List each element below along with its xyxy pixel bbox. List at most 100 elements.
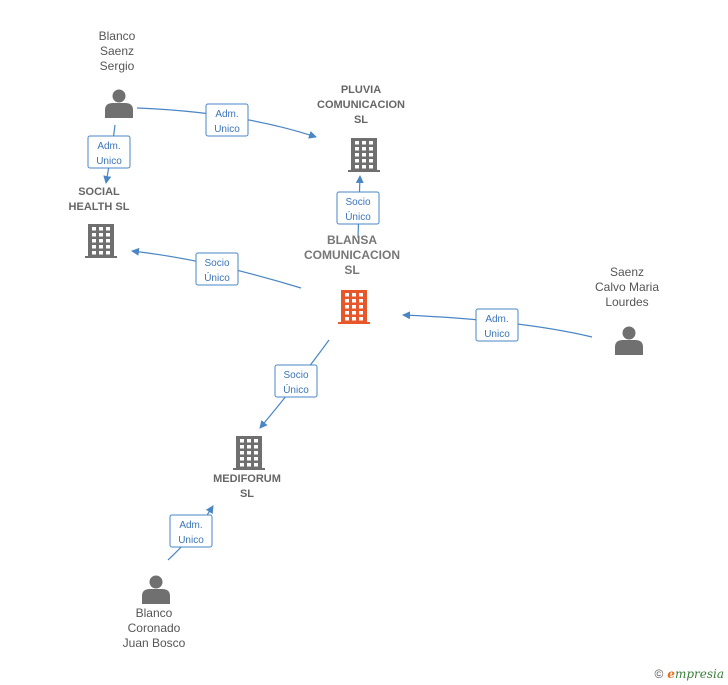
person-body	[615, 340, 643, 355]
building-window	[240, 445, 244, 449]
edge-label-box[interactable]	[336, 191, 380, 225]
edge-label-box[interactable]	[169, 514, 213, 548]
building-window	[345, 311, 349, 315]
edge-blanco-coronado-to-mediforum: Adm.Unico	[167, 505, 214, 561]
building-window	[99, 227, 103, 231]
building-window	[345, 305, 349, 309]
edge-label-box[interactable]	[274, 364, 318, 398]
building-window	[362, 159, 366, 163]
building-window	[254, 451, 258, 455]
node-label-line: MEDIFORUM	[213, 473, 281, 485]
building-window	[240, 463, 244, 467]
person-head	[149, 575, 163, 589]
building-window	[355, 141, 359, 145]
person-head	[622, 326, 636, 340]
building-base	[85, 256, 117, 258]
building-window	[359, 299, 363, 303]
building-window	[99, 251, 103, 255]
node-label-line: Saenz	[100, 44, 134, 58]
building-window	[254, 457, 258, 461]
edge-label-text: Unico	[214, 124, 240, 135]
building-window	[92, 245, 96, 249]
building-window	[369, 165, 373, 169]
building-window	[359, 311, 363, 315]
building-window	[106, 239, 110, 243]
building-window	[359, 293, 363, 297]
edge-label-box[interactable]	[87, 135, 131, 169]
edge-label-text: Socio	[345, 197, 370, 208]
building-window	[254, 439, 258, 443]
person-icon[interactable]	[105, 89, 133, 119]
building-window	[369, 147, 373, 151]
node-label-line: Sergio	[100, 59, 135, 73]
building-base	[233, 468, 265, 470]
node-label-line: COMUNICACION	[304, 248, 400, 262]
person-body	[105, 103, 133, 118]
building-window	[99, 233, 103, 237]
building-window	[247, 463, 251, 467]
building-window	[362, 141, 366, 145]
building-window	[240, 439, 244, 443]
building-window	[369, 153, 373, 157]
building-window	[254, 463, 258, 467]
building-window	[352, 311, 356, 315]
node-label-line: Calvo Maria	[595, 280, 659, 294]
edge-label-box[interactable]	[205, 103, 249, 137]
building-window	[240, 451, 244, 455]
edge-label-text: Único	[345, 210, 371, 223]
node-label-line: SL	[354, 114, 368, 126]
edge-label-text: Único	[283, 383, 309, 396]
building-window	[247, 451, 251, 455]
node-label-line: Blanco	[99, 29, 136, 43]
brand-logo: empresia	[667, 667, 724, 681]
building-window	[352, 299, 356, 303]
person-icon[interactable]	[142, 575, 170, 605]
edge-label-box[interactable]	[475, 308, 519, 342]
edge-label-text: Socio	[283, 370, 308, 381]
building-window	[92, 227, 96, 231]
building-window	[92, 233, 96, 237]
building-window	[345, 317, 349, 321]
building-window	[99, 239, 103, 243]
building-window	[359, 317, 363, 321]
node-label-line: Lourdes	[605, 295, 648, 309]
edges-layer: Adm.UnicoAdm.UnicoSocioÚnicoSocioÚnicoAd…	[87, 103, 593, 561]
building-window	[247, 457, 251, 461]
building-window	[355, 159, 359, 163]
edge-label-text: Socio	[204, 258, 229, 269]
node-label-line: SL	[344, 263, 359, 277]
edge-label-box[interactable]	[195, 252, 239, 286]
building-window	[99, 245, 103, 249]
edge-blanco-saenz-sergio-to-pluvia: Adm.Unico	[136, 103, 317, 139]
node-label-line: SOCIAL	[78, 186, 120, 198]
building-window	[355, 147, 359, 151]
building-base	[338, 322, 370, 324]
building-window	[92, 251, 96, 255]
building-icon[interactable]	[85, 224, 117, 258]
building-window	[352, 293, 356, 297]
building-icon[interactable]	[233, 436, 265, 470]
person-head	[112, 89, 126, 103]
building-window	[254, 445, 258, 449]
building-window	[247, 439, 251, 443]
building-window	[355, 165, 359, 169]
building-window	[247, 445, 251, 449]
node-label-line: PLUVIA	[341, 84, 381, 96]
person-icon[interactable]	[615, 326, 643, 356]
building-icon[interactable]	[348, 138, 380, 172]
edge-label-text: Adm.	[179, 520, 202, 531]
building-icon[interactable]	[338, 290, 370, 324]
node-label-line: Blanco	[136, 606, 173, 620]
building-window	[352, 317, 356, 321]
